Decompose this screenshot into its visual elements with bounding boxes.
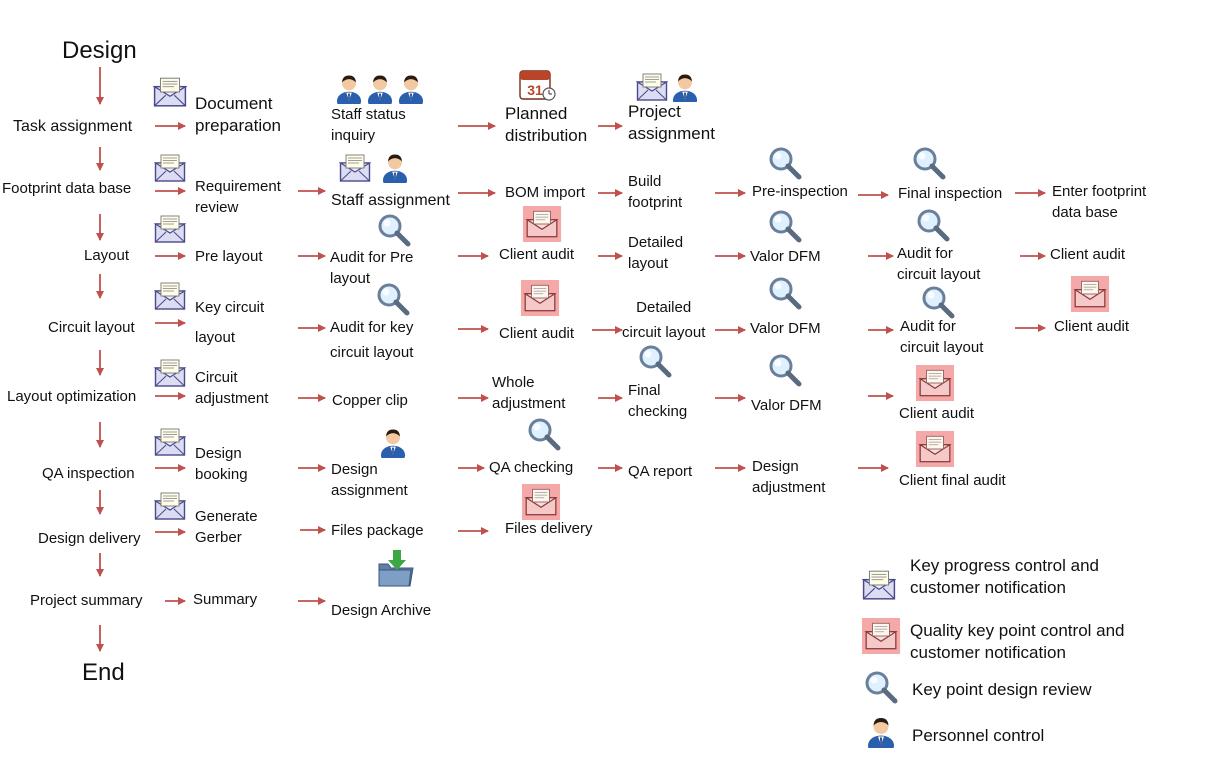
node-final-checking: Final checking [628,382,688,420]
node-planned-distribution: Planned distribution [505,104,588,145]
envelope-icon [154,214,186,244]
node-key-circuit: Key circuit [195,299,265,316]
step-circuit-layout: Circuit layout [48,319,135,336]
node-client-final-audit: Client final audit [899,472,1006,489]
node-generate-gerber: Generate Gerber [195,508,258,546]
node-circuit-adjustment: Circuit adjustment [195,369,269,407]
node-whole-adjustment: Whole adjustment [492,374,566,412]
node-audit-for-circuit-layout: Audit for circuit layout [900,318,984,356]
quality-envelope-icon [913,365,957,401]
node-qa-report: QA report [628,463,693,480]
magnifier-icon [638,344,672,378]
node-design-archive: Design Archive [331,602,432,619]
node-files-delivery: Files delivery [505,520,593,537]
envelope-icon [153,76,187,108]
step-project-summary: Project summary [30,592,143,609]
person-icon [672,72,698,102]
node-client-audit: Client audit [1054,318,1130,335]
node-document-preparation: Document preparation [195,94,282,135]
node-build-footprint: Build footprint [628,173,683,211]
step-footprint-data-base: Footprint data base [2,180,132,197]
step-qa-inspection: QA inspection [42,465,135,482]
node-summary: Summary [193,591,258,608]
magnifier-icon [921,285,955,319]
archive-folder-icon [378,550,414,587]
legend-person-icon [867,715,895,748]
node-staff-status-inquiry: Staff status inquiry [331,106,406,144]
calendar-icon: 31 [519,70,556,101]
node-valor-dfm: Valor DFM [750,320,821,337]
node-requirement-review: Requirement review [195,178,281,216]
node-qa-checking: QA checking [489,459,574,476]
node-client-audit: Client audit [499,246,575,263]
person-icon [382,151,408,183]
node-design-assignment: Design assignment [331,461,408,499]
node-client-audit: Client audit [499,325,575,342]
step-task-assignment: Task assignment [13,118,133,135]
node-pre-inspection: Pre-inspection [752,183,848,200]
node-client-audit: Client audit [899,405,975,422]
legend-magnifier-icon [864,670,898,704]
legend-key-progress: Key progress control and customer notifi… [910,556,1099,597]
envelope-icon [154,153,186,183]
quality-envelope-icon [913,431,957,467]
legend-review: Key point design review [912,680,1092,699]
magnifier-icon [768,209,802,243]
node-copper-clip: Copper clip [332,392,408,409]
node-pre-layout: Pre layout [195,248,263,265]
step-layout: Layout [84,247,130,264]
magnifier-icon [527,417,561,451]
envelope-icon [636,72,668,102]
node-project-assignment: Project assignment [628,102,715,143]
node-design-adjustment: Design adjustment [752,458,826,496]
magnifier-icon [377,213,411,247]
person-icon [367,72,393,104]
magnifier-icon [768,353,802,387]
magnifier-icon [376,282,410,316]
envelope-icon [154,427,186,457]
envelope-icon [154,491,186,521]
envelope-icon [339,153,371,183]
node-valor-dfm: Valor DFM [750,248,821,265]
legend-quality-envelope-icon [858,618,904,654]
node-staff-assignment: Staff assignment [331,192,450,209]
quality-envelope-icon [520,206,564,242]
step-end: End [82,659,125,686]
node-audit-for-circuit-layout: Audit for circuit layout [897,245,981,283]
node-client-audit: Client audit [1050,246,1126,263]
node-key-circuit-layout: layout [195,329,236,346]
magnifier-icon [912,146,946,180]
node-audit-for-key-circuit-layout: Audit for key circuit layout [330,319,414,361]
node-bom-import: BOM import [505,184,586,201]
quality-envelope-icon [518,280,562,316]
step-design-delivery: Design delivery [38,530,141,547]
node-valor-dfm: Valor DFM [751,397,822,414]
person-icon [336,72,362,104]
envelope-icon [154,281,186,311]
envelope-icon [154,358,186,388]
svg-text:31: 31 [527,82,543,98]
node-design-booking: Design booking [195,445,248,483]
step-layout-optimization: Layout optimization [7,388,137,405]
magnifier-icon [768,276,802,310]
node-files-package: Files package [331,522,424,539]
node-audit-for-pre-layout: Audit for Pre layout [330,249,414,287]
person-icon [398,72,424,104]
person-icon [380,426,406,458]
legend-quality: Quality key point control and customer n… [910,621,1125,662]
node-final-inspection: Final inspection [898,185,1003,202]
quality-envelope-icon [1068,276,1112,312]
node-detailed-layout: Detailed layout [628,234,684,272]
node-enter-footprint-data-base: Enter footprint data base [1052,183,1147,221]
legend-personnel: Personnel control [912,726,1045,745]
step-design: Design [62,37,137,64]
magnifier-icon [768,146,802,180]
quality-envelope-icon [519,484,563,520]
legend-envelope-icon [862,569,896,601]
magnifier-icon [916,208,950,242]
node-detailed-circuit-layout: Detailed circuit layout [622,299,706,341]
